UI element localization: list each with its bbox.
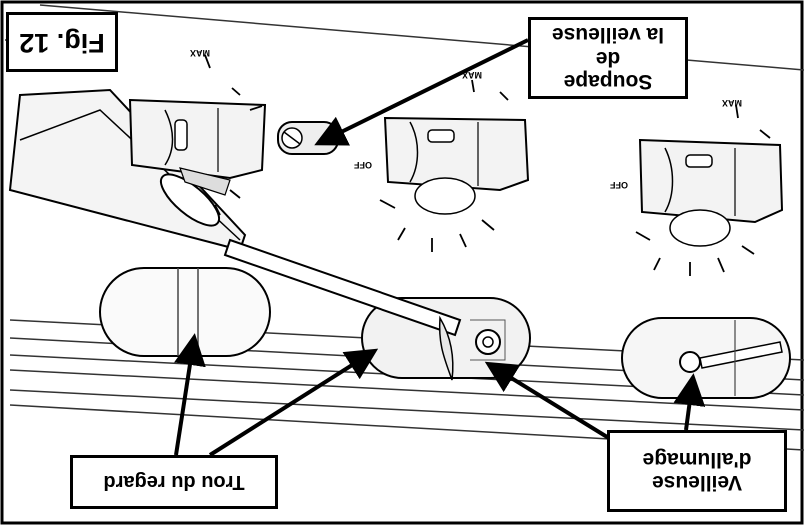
callout-pilot-light: Veilleuse d'allumage (607, 430, 787, 512)
callout-sight-hole-text: Trou du regard (103, 471, 245, 493)
burner-knob-right: OFF MAX (610, 98, 784, 276)
callout-pilot-light-line2: d'allumage (642, 448, 752, 471)
callout-pilot-valve-line1: Soupape (563, 69, 653, 93)
max-mark-center: MAX (462, 70, 482, 80)
pilot-opening-right (621, 317, 791, 399)
off-mark-center: OFF (354, 160, 372, 170)
callout-sight-hole: Trou du regard (70, 455, 278, 509)
figure-number-text: Fig. 12 (19, 27, 105, 58)
callout-pilot-valve-line3: la veilleuse (551, 23, 665, 47)
arrow-to-pilot-valve (314, 38, 529, 146)
arrow-to-sight-hole-left (174, 333, 206, 456)
max-mark-right: MAX (722, 98, 742, 108)
off-mark-right: OFF (610, 180, 628, 190)
callout-arrows (174, 38, 706, 457)
burner-knob-left: MAX (128, 48, 267, 216)
arrow-to-pilot-light-right (673, 373, 706, 431)
max-mark-left: MAX (190, 48, 210, 58)
lighter-tool (8, 88, 462, 381)
callout-pilot-valve-line2: de (595, 46, 621, 70)
burner-knob-center: OFF MAX (354, 70, 530, 252)
arrow-to-sight-hole-center (208, 348, 379, 457)
figure-number: Fig. 12 (6, 12, 118, 72)
arrow-to-pilot-light-center (484, 361, 614, 442)
callout-pilot-light-line1: Veilleuse (652, 471, 742, 495)
sight-hole (99, 267, 271, 357)
callout-pilot-valve: Soupape de la veilleuse (528, 17, 688, 99)
